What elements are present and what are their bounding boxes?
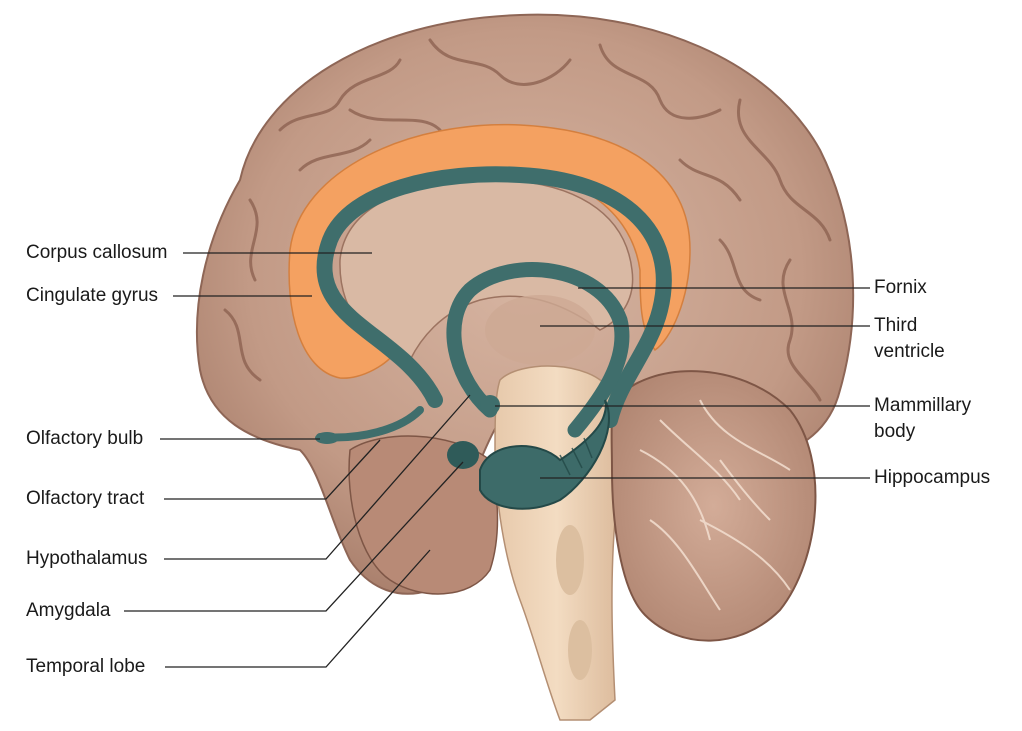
- label-temporal-lobe: Temporal lobe: [26, 655, 145, 679]
- label-third-ventricle-line1: Third: [874, 314, 917, 338]
- label-olfactory-bulb: Olfactory bulb: [26, 427, 143, 451]
- third-ventricle: [485, 295, 595, 365]
- brainstem: [495, 366, 618, 720]
- label-mammillary-body-line1: Mammillary: [874, 394, 971, 418]
- label-cingulate-gyrus: Cingulate gyrus: [26, 284, 158, 308]
- label-olfactory-tract: Olfactory tract: [26, 487, 144, 511]
- label-fornix: Fornix: [874, 276, 927, 300]
- brainstem-detail-2: [568, 620, 592, 680]
- label-amygdala: Amygdala: [26, 599, 111, 623]
- label-third-ventricle-line2: ventricle: [874, 340, 945, 364]
- label-hypothalamus: Hypothalamus: [26, 547, 147, 571]
- brainstem-detail: [556, 525, 584, 595]
- label-mammillary-body-line2: body: [874, 420, 915, 444]
- amygdala: [447, 441, 479, 469]
- mammillary-body: [480, 395, 500, 415]
- label-corpus-callosum: Corpus callosum: [26, 241, 168, 265]
- label-hippocampus: Hippocampus: [874, 466, 990, 490]
- olfactory-bulb: [315, 432, 339, 444]
